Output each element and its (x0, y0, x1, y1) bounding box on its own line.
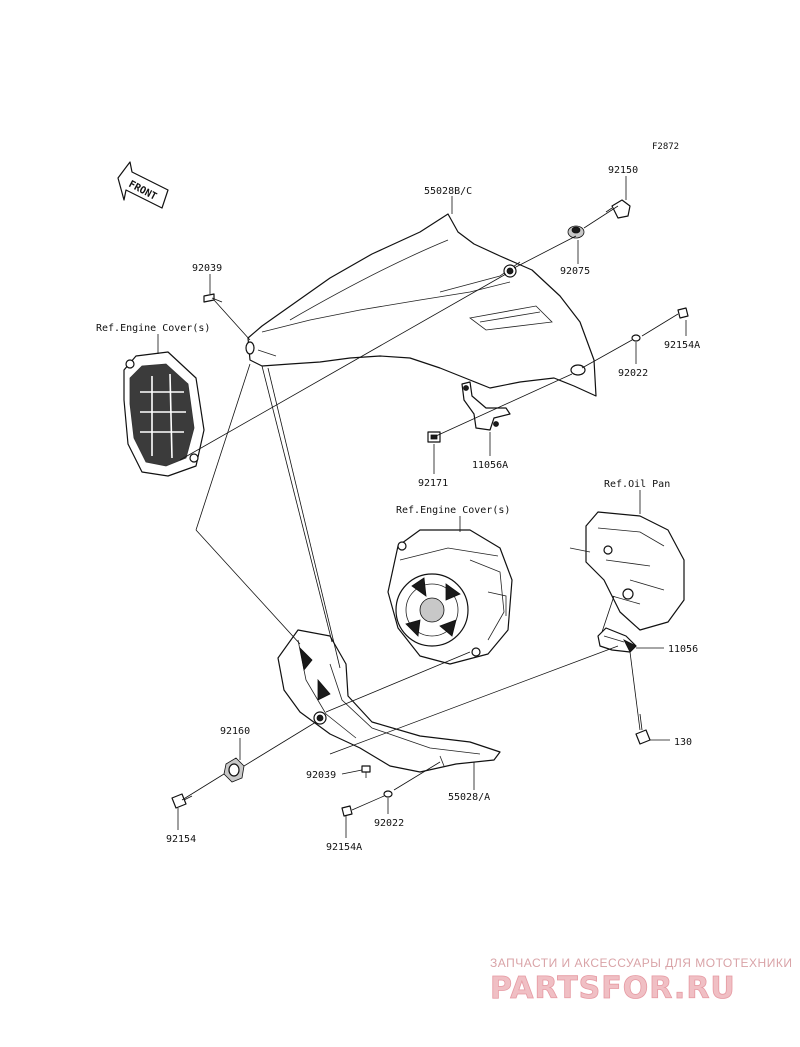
part-label-92154: 92154 (166, 834, 196, 845)
part-label-92039-bottom: 92039 (306, 770, 336, 781)
part-label-92022-right: 92022 (618, 368, 648, 379)
part-label-55028bc: 55028B/C (424, 186, 472, 197)
part-label-92171: 92171 (418, 478, 448, 489)
part-label-92022-bottom: 92022 (374, 818, 404, 829)
ref-label-engine-cover-upper: Ref.Engine Cover(s) (96, 323, 210, 334)
grommet-92075 (567, 225, 585, 239)
bolt-92039-top (203, 293, 223, 303)
bolt-92154a-right (677, 307, 689, 319)
engine-cover-lower-ref (387, 529, 513, 665)
part-label-92160: 92160 (220, 726, 250, 737)
washer-92022-right (631, 334, 641, 342)
part-label-92150: 92150 (608, 165, 638, 176)
part-label-92154a-bottom: 92154A (326, 842, 362, 853)
washer-92022-bottom (383, 790, 393, 798)
watermark-brand: PARTSFOR.RU (490, 971, 736, 1006)
part-label-92075: 92075 (560, 266, 590, 277)
upper-fairing-55028bc (245, 213, 597, 397)
part-label-55028a: 55028/A (448, 792, 490, 803)
bolt-130 (635, 713, 651, 745)
bracket-11056a (461, 381, 511, 431)
bracket-11056 (597, 627, 637, 653)
figure-code: F2872 (652, 142, 679, 152)
bolt-92039-bottom (361, 765, 371, 778)
watermark: ЗАПЧАСТИ И АКСЕССУАРЫ ДЛЯ МОТОТЕХНИКИ PA… (490, 956, 792, 1006)
bolt-92154a-bottom (341, 805, 353, 817)
part-label-92154a-right: 92154A (664, 340, 700, 351)
clip-92171 (427, 431, 441, 443)
part-label-130: 130 (674, 737, 692, 748)
bolt-92150 (605, 199, 631, 219)
ref-label-engine-cover-lower: Ref.Engine Cover(s) (396, 505, 510, 516)
part-label-11056: 11056 (668, 644, 698, 655)
bolt-92154 (171, 793, 193, 809)
watermark-subtitle: ЗАПЧАСТИ И АКСЕССУАРЫ ДЛЯ МОТОТЕХНИКИ (490, 956, 792, 970)
grommet-92160 (223, 757, 245, 783)
ref-label-oil-pan: Ref.Oil Pan (604, 479, 670, 490)
engine-cover-upper-ref (123, 351, 205, 477)
oil-pan-ref (569, 511, 685, 631)
assembly-lines (179, 205, 679, 811)
front-arrow-icon: FRONT (117, 161, 169, 209)
lower-fairing-55028a (277, 629, 501, 773)
part-label-11056a: 11056A (472, 460, 508, 471)
part-label-92039-top: 92039 (192, 263, 222, 274)
callout-leaders (157, 176, 687, 838)
